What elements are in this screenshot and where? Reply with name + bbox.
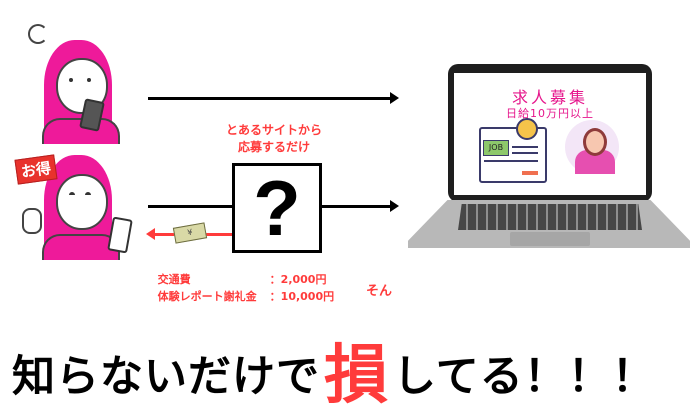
orange-bar bbox=[522, 171, 538, 175]
fee-amount: 2,000円 bbox=[280, 273, 327, 286]
keyboard bbox=[458, 204, 642, 230]
text-line bbox=[512, 152, 538, 154]
headline-before: 知らないだけで bbox=[12, 352, 320, 402]
question-mark-icon: ? bbox=[253, 163, 301, 252]
confused-swirl-icon bbox=[28, 24, 48, 44]
fee-label: 体験レポート謝礼金 bbox=[157, 290, 257, 303]
ok-hand-icon bbox=[22, 208, 42, 234]
eye bbox=[69, 192, 75, 195]
job-button: JOB bbox=[483, 140, 509, 156]
middle-arrow-line-right bbox=[318, 205, 390, 208]
headline-ruby: そん bbox=[366, 284, 393, 299]
top-arrow-head-icon bbox=[390, 92, 399, 104]
flow-caption: とあるサイトから 応募するだけ bbox=[206, 122, 342, 156]
fee-separator: ： bbox=[269, 273, 281, 286]
eye bbox=[69, 78, 73, 82]
headline: 知らないだけで損してる！！！ bbox=[12, 318, 656, 413]
briefcase-coin-icon bbox=[516, 118, 538, 140]
phone-icon bbox=[107, 216, 133, 254]
text-line bbox=[484, 160, 538, 162]
fee-amount: 10,000円 bbox=[280, 290, 335, 303]
mystery-box: ? bbox=[232, 163, 322, 253]
eye bbox=[87, 78, 91, 82]
face bbox=[56, 174, 108, 230]
caption-line-2: 応募するだけ bbox=[237, 140, 310, 154]
middle-arrow-head-icon bbox=[390, 200, 399, 212]
trackpad bbox=[510, 232, 590, 246]
middle-arrow-line-left bbox=[148, 205, 234, 208]
fee-label: 交通費 bbox=[157, 273, 191, 286]
money-return-arrow-head-icon bbox=[146, 228, 155, 240]
text-line bbox=[512, 146, 538, 148]
yen-banknote-icon: ¥ bbox=[172, 222, 208, 244]
headline-after: してる！！！ bbox=[393, 352, 656, 402]
top-arrow-line bbox=[148, 97, 390, 100]
headline-emphasis: 損 bbox=[324, 339, 389, 413]
daily-wage-subtitle: 日給10万円以上 bbox=[506, 107, 594, 120]
caption-line-1: とあるサイトから bbox=[225, 123, 322, 137]
eye bbox=[85, 192, 91, 195]
job-posting-title: 求人募集 bbox=[511, 88, 588, 107]
fee-row-report-reward: 体験レポート謝礼金：10,000円 bbox=[150, 271, 334, 305]
woman-head bbox=[583, 128, 607, 156]
fee-separator: ： bbox=[269, 290, 281, 303]
fee-row-transport: 交通費 ：2,000円 bbox=[150, 254, 327, 288]
